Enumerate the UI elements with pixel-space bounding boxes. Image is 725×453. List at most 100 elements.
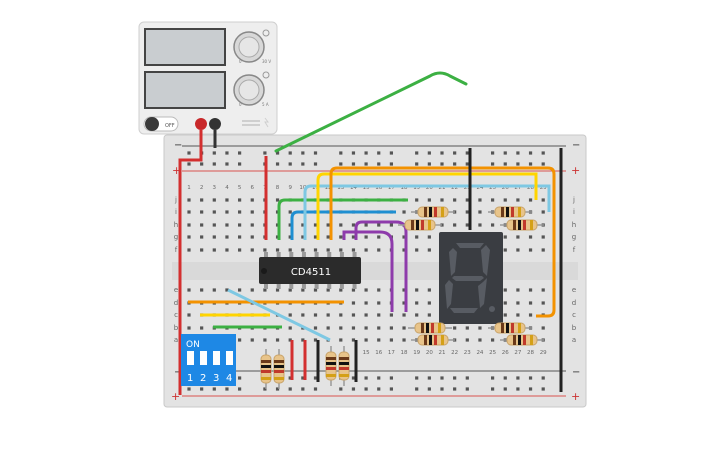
terminal-hole[interactable]	[478, 326, 482, 330]
terminal-hole[interactable]	[288, 235, 292, 239]
terminal-hole[interactable]	[415, 235, 419, 239]
terminal-hole[interactable]	[377, 223, 381, 227]
wire-yellow-1[interactable]	[316, 172, 538, 240]
rail-hole[interactable]	[415, 151, 419, 155]
terminal-hole[interactable]	[541, 210, 545, 214]
terminal-hole[interactable]	[200, 235, 204, 239]
rail-hole[interactable]	[212, 151, 216, 155]
rail-hole[interactable]	[516, 376, 520, 380]
terminal-hole[interactable]	[503, 288, 507, 292]
rail-hole[interactable]	[301, 162, 305, 166]
terminal-hole[interactable]	[339, 223, 343, 227]
wire-green-supply[interactable]	[274, 71, 468, 153]
rail-hole[interactable]	[528, 376, 533, 380]
terminal-hole[interactable]	[364, 248, 368, 252]
rail-hole[interactable]	[440, 162, 444, 166]
terminal-hole[interactable]	[275, 288, 280, 292]
rail-hole[interactable]	[200, 387, 204, 391]
terminal-hole[interactable]	[326, 288, 330, 292]
rail-hole[interactable]	[491, 376, 495, 380]
wire-blue-1[interactable]	[290, 210, 396, 240]
terminal-hole[interactable]	[339, 248, 343, 252]
terminal-hole[interactable]	[250, 223, 254, 227]
terminal-hole[interactable]	[364, 313, 368, 317]
rail-hole[interactable]	[364, 151, 368, 155]
terminal-hole[interactable]	[250, 338, 254, 342]
terminal-hole[interactable]	[402, 326, 406, 330]
rail-hole[interactable]	[453, 151, 457, 155]
terminal-hole[interactable]	[275, 338, 280, 342]
terminal-hole[interactable]	[478, 198, 482, 202]
terminal-hole[interactable]	[528, 288, 533, 292]
terminal-hole[interactable]	[313, 248, 318, 252]
rail-hole[interactable]	[465, 387, 469, 391]
dip-switch[interactable]: ON 1 2 3 4	[181, 334, 236, 386]
terminal-hole[interactable]	[326, 235, 330, 239]
terminal-hole[interactable]	[528, 235, 533, 239]
wire-cyan-1[interactable]	[303, 184, 551, 240]
terminal-hole[interactable]	[402, 248, 406, 252]
terminal-hole[interactable]	[263, 338, 267, 342]
rail-hole[interactable]	[389, 376, 393, 380]
rail-hole[interactable]	[427, 151, 431, 155]
rail-hole[interactable]	[503, 162, 507, 166]
terminal-hole[interactable]	[389, 313, 393, 317]
terminal-hole[interactable]	[326, 313, 330, 317]
terminal-hole[interactable]	[212, 288, 216, 292]
rail-hole[interactable]	[288, 151, 292, 155]
terminal-hole[interactable]	[212, 248, 216, 252]
rail-hole[interactable]	[503, 151, 507, 155]
rail-hole[interactable]	[465, 376, 469, 380]
terminal-hole[interactable]	[263, 288, 267, 292]
terminal-hole[interactable]	[541, 248, 545, 252]
terminal-hole[interactable]	[339, 326, 343, 330]
rail-hole[interactable]	[528, 162, 533, 166]
rail-hole[interactable]	[351, 376, 356, 380]
rail-hole[interactable]	[313, 162, 318, 166]
terminal-hole[interactable]	[541, 235, 545, 239]
terminal-hole[interactable]	[200, 198, 204, 202]
wire-green-1[interactable]	[277, 198, 408, 240]
wire-red-supply[interactable]	[178, 130, 203, 395]
rail-hole[interactable]	[313, 387, 318, 391]
terminal-hole[interactable]	[250, 210, 254, 214]
terminal-hole[interactable]	[238, 223, 242, 227]
terminal-hole[interactable]	[503, 301, 507, 305]
rail-hole[interactable]	[238, 162, 242, 166]
rail-hole[interactable]	[453, 387, 457, 391]
terminal-hole[interactable]	[377, 301, 381, 305]
terminal-hole[interactable]	[339, 338, 343, 342]
rail-hole[interactable]	[288, 162, 292, 166]
rail-hole[interactable]	[275, 151, 280, 155]
terminal-hole[interactable]	[351, 248, 356, 252]
rail-hole[interactable]	[351, 151, 356, 155]
rail-hole[interactable]	[364, 162, 368, 166]
terminal-hole[interactable]	[339, 288, 343, 292]
terminal-hole[interactable]	[377, 326, 381, 330]
ic-cd4511[interactable]: CD4511	[259, 252, 361, 289]
terminal-hole[interactable]	[528, 301, 533, 305]
terminal-hole[interactable]	[313, 326, 318, 330]
terminal-hole[interactable]	[339, 313, 343, 317]
rail-hole[interactable]	[415, 162, 419, 166]
terminal-hole[interactable]	[503, 235, 507, 239]
terminal-hole[interactable]	[364, 288, 368, 292]
rail-hole[interactable]	[377, 162, 381, 166]
wire-cyan-2[interactable]	[227, 288, 331, 342]
terminal-hole[interactable]	[238, 288, 242, 292]
terminal-hole[interactable]	[301, 235, 305, 239]
rail-hole[interactable]	[187, 387, 191, 391]
terminal-hole[interactable]	[389, 326, 393, 330]
terminal-hole[interactable]	[313, 235, 318, 239]
rail-hole[interactable]	[301, 151, 305, 155]
terminal-hole[interactable]	[503, 248, 507, 252]
power-supply[interactable]: 0 30 V 0 5 A OFF	[138, 21, 278, 135]
rail-hole[interactable]	[225, 387, 229, 391]
terminal-hole[interactable]	[326, 248, 330, 252]
rail-hole[interactable]	[491, 151, 495, 155]
terminal-hole[interactable]	[313, 338, 318, 342]
terminal-hole[interactable]	[200, 248, 204, 252]
terminal-hole[interactable]	[478, 223, 482, 227]
rail-hole[interactable]	[541, 376, 545, 380]
rail-hole[interactable]	[377, 387, 381, 391]
